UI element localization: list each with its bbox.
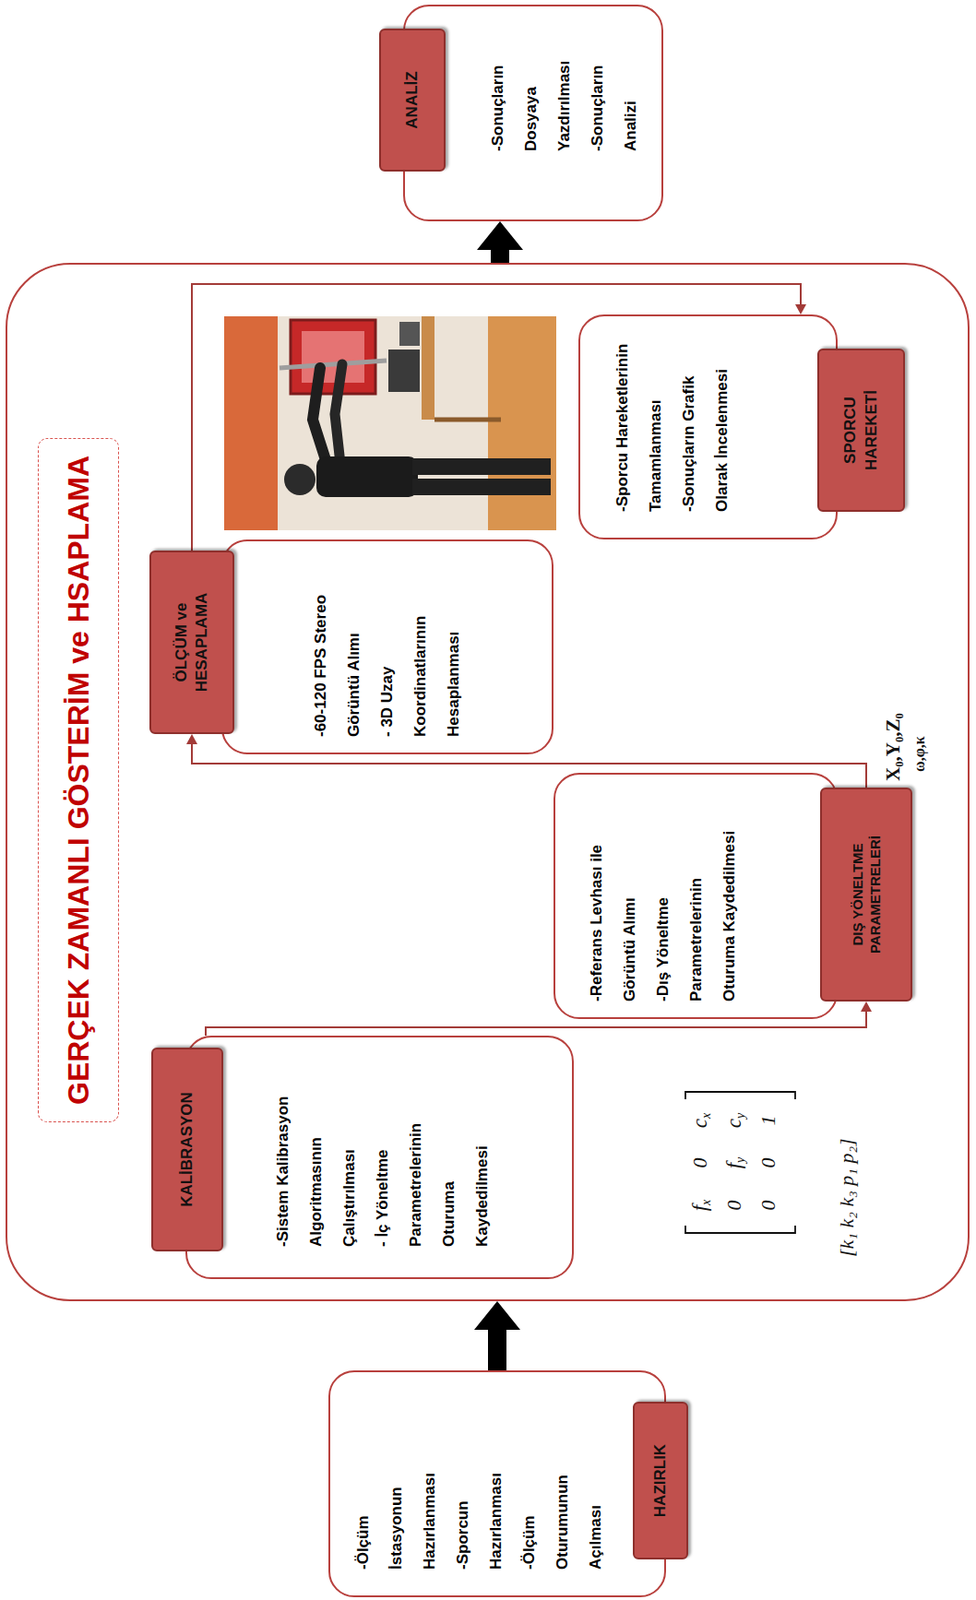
matrix-cell: 0 xyxy=(722,1184,747,1227)
photo-bar xyxy=(279,360,387,369)
box-heading-tab: ÖLÇÜM ve HESAPLAMA xyxy=(149,550,235,735)
photo-desk xyxy=(421,316,435,420)
process-box: HAZIRLIK-Ölçüm İstasyonun Hazırlanması-S… xyxy=(328,1370,667,1598)
box-text: -60-120 FPS Stereo Görüntü Alımı xyxy=(304,547,371,738)
photo-arm xyxy=(312,368,328,466)
photo-cabinet-glass xyxy=(301,331,365,383)
process-box: ÖLÇÜM ve HESAPLAMA-60-120 FPS Stereo Gör… xyxy=(221,539,554,755)
box-body: -Sporcu Hareketlerinin Tamamlanması-Sonu… xyxy=(606,327,739,512)
matrix-cell: cx xyxy=(688,1099,715,1143)
matrix-cell: cy xyxy=(722,1099,749,1143)
box-heading: KALİBRASYON xyxy=(177,1092,198,1208)
box-heading: ÖLÇÜM ve HESAPLAMA xyxy=(171,593,213,693)
box-text: - 3D Uzay Koordinatlarının Hesaplanması xyxy=(370,547,471,738)
box-heading: SPORCU HAREKETİ xyxy=(840,390,881,471)
box-text: - İç Yöneltme Parametrelerinin Oturuma K… xyxy=(366,1092,500,1248)
title-frame: GERÇEK ZAMANLI GÖSTERİM ve HSAPLAMA xyxy=(37,438,120,1123)
photo-floor xyxy=(488,316,557,531)
box-body: -Sistem Kalibrasyon Algoritmasının Çalış… xyxy=(266,1092,500,1248)
box-text: -Sonuçların Grafik Olarak İncelenmesi xyxy=(672,327,739,512)
matrix-cell: 1 xyxy=(756,1099,781,1143)
box-text: -Sonuçların Dosyaya Yazdırılması xyxy=(481,22,582,152)
box-body: -60-120 FPS Stereo Görüntü Alımı- 3D Uza… xyxy=(304,547,471,738)
photo-arm xyxy=(334,364,343,465)
photo-wall xyxy=(224,316,557,531)
photo-cabinet xyxy=(290,320,376,394)
athlete-photo xyxy=(224,316,557,531)
photo-orange-wall xyxy=(224,316,278,531)
bracket xyxy=(685,1225,796,1234)
matrix-cell: fy xyxy=(722,1142,749,1185)
photo-leg xyxy=(412,458,551,476)
photo-leg xyxy=(412,478,551,496)
photo-torso xyxy=(316,456,418,498)
bracket xyxy=(685,1092,796,1100)
block-arrow xyxy=(488,1330,507,1371)
box-text: -Dış Yöneltme Parametrelerinin Oturuma K… xyxy=(646,812,747,1002)
box-heading: ANALİZ xyxy=(402,71,423,129)
box-text: -Referans Levhası ile Görüntü Alımı xyxy=(580,812,647,1002)
box-text: -Sporcun Hazırlanması xyxy=(446,1439,513,1571)
photo-monitor xyxy=(388,349,420,393)
box-heading-tab: KALİBRASYON xyxy=(151,1047,224,1252)
box-text: -Sporcu Hareketlerinin Tamamlanması xyxy=(606,327,673,512)
box-text: -Ölçüm İstasyonun Hazırlanması xyxy=(346,1439,447,1571)
matrix-cell: fx xyxy=(688,1184,715,1227)
process-box: DIŞ YÖNELTME PARAMETRELERİ-Referans Levh… xyxy=(553,773,838,1020)
box-body: -Referans Levhası ile Görüntü Alımı-Dış … xyxy=(580,812,747,1002)
formula-label: ω,φ,κ xyxy=(911,736,929,773)
photo-desk-leg xyxy=(434,417,501,423)
matrix-cell: 0 xyxy=(756,1142,781,1185)
box-body: -Ölçüm İstasyonun Hazırlanması-Sporcun H… xyxy=(346,1439,613,1571)
box-heading-tab: SPORCU HAREKETİ xyxy=(817,348,905,512)
box-body: -Sonuçların Dosyaya Yazdırılması-Sonuçla… xyxy=(481,22,648,152)
process-box: KALİBRASYON-Sistem Kalibrasyon Algoritma… xyxy=(185,1035,574,1280)
block-arrow xyxy=(490,249,510,263)
box-text: -Sonuçların Analizi xyxy=(581,22,648,152)
box-heading-tab: ANALİZ xyxy=(379,28,446,172)
box-text: -Ölçüm Oturumunun Açılması xyxy=(512,1439,613,1571)
photo-head xyxy=(284,464,316,496)
formula-label: X₀,Y₀,Z₀ xyxy=(881,713,905,782)
frame-title: GERÇEK ZAMANLI GÖSTERİM ve HSAPLAMA xyxy=(61,455,96,1106)
matrix-cell: 0 xyxy=(756,1184,781,1227)
box-heading: DIŞ YÖNELTME PARAMETRELERİ xyxy=(848,795,885,995)
group-frame: KALİBRASYON -Sistem Kalibrasyon Algoritma… xyxy=(5,262,970,1302)
formula-label: [k₁ k₂ k₃ p₁ p₂] xyxy=(834,1138,859,1258)
process-box: ANALİZ -Sonuçların Dosyaya Yazdırılması-S… xyxy=(403,4,664,222)
box-heading: HAZIRLIK xyxy=(650,1444,671,1518)
box-heading-tab: HAZIRLIK xyxy=(632,1402,689,1560)
photo-device xyxy=(399,321,420,346)
matrix-cell: 0 xyxy=(688,1142,713,1185)
box-heading-tab: DIŞ YÖNELTME PARAMETRELERİ xyxy=(820,787,913,1002)
process-box: SPORCU HAREKETİ-Sporcu Hareketlerinin Ta… xyxy=(578,314,838,540)
box-text: -Sistem Kalibrasyon Algoritmasının Çalış… xyxy=(266,1092,367,1248)
